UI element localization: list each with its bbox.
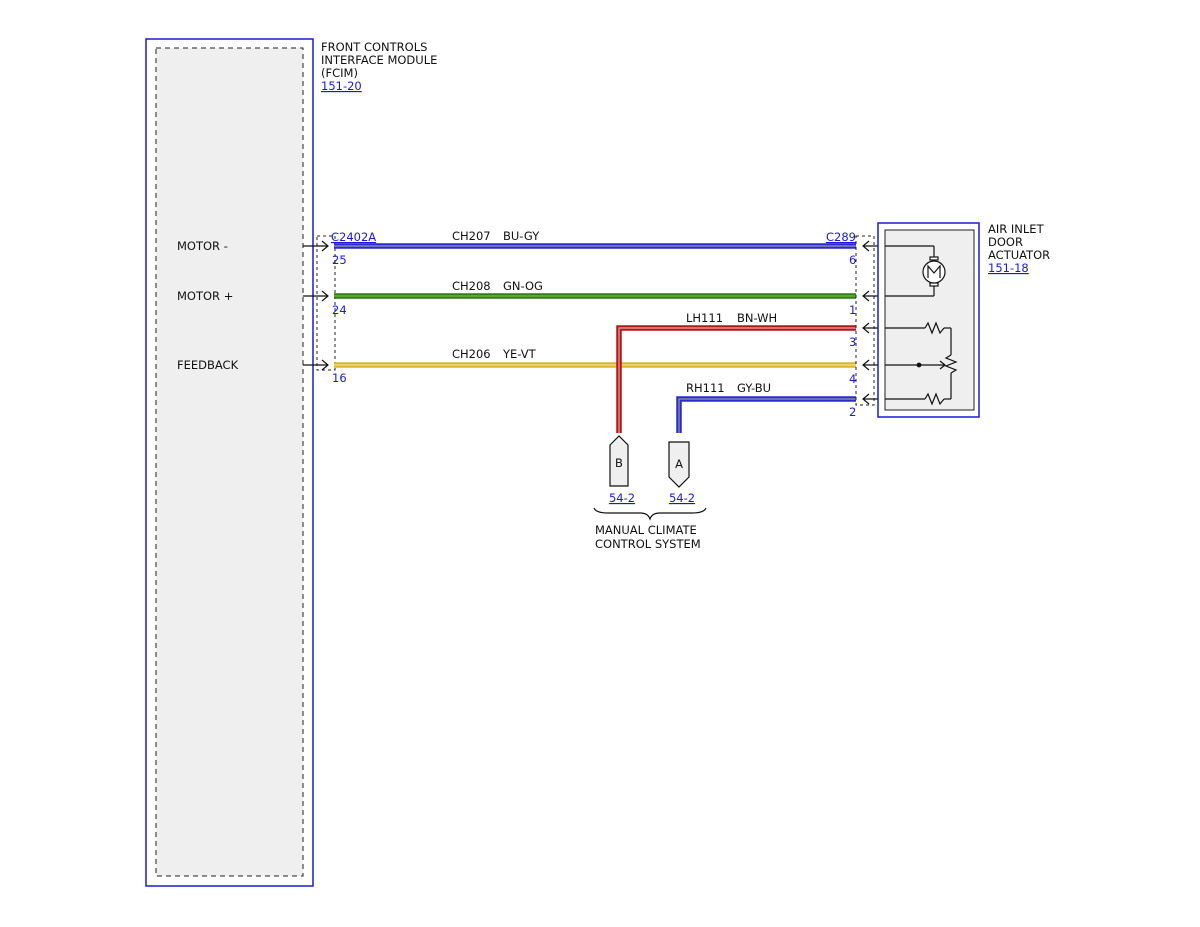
fcim-module-body: [155, 47, 304, 877]
actuator-connector-box: [855, 235, 875, 406]
offpage-connector-b-ref[interactable]: 54-2: [609, 491, 635, 505]
actuator-pin-6: 6: [849, 253, 856, 267]
system-brace: [593, 507, 707, 521]
actuator-title-line-1: AIR INLET: [988, 222, 1045, 236]
actuator-title-line-3: ACTUATOR: [988, 248, 1050, 262]
fcim-ref-link[interactable]: 151-20: [321, 79, 362, 93]
actuator-connector-label[interactable]: C289: [826, 230, 856, 244]
fcim-connector-label[interactable]: C2402A: [331, 230, 376, 244]
system-label-line-1: MANUAL CLIMATE: [595, 523, 697, 537]
wire-ch208-color: GN-OG: [503, 279, 543, 293]
motor-icon: [885, 245, 946, 297]
fcim-title-line-1: FRONT CONTROLS: [321, 40, 427, 54]
actuator-pin-1: 1: [849, 303, 856, 317]
signal-label-feedback: FEEDBACK: [177, 358, 239, 372]
actuator-pin-3: 3: [849, 335, 856, 349]
wire-lh111-color: BN-WH: [737, 311, 777, 325]
fcim-pin-25: 25: [332, 253, 347, 267]
offpage-connector-a-ref[interactable]: 54-2: [669, 491, 695, 505]
offpage-connector-a[interactable]: A: [668, 441, 690, 488]
wire-ch206-circuit: CH206: [452, 347, 491, 361]
wire-ch208-circuit: CH208: [452, 279, 491, 293]
potentiometer-icon: [885, 321, 958, 406]
actuator-pin-4: 4: [849, 372, 856, 386]
wire-ch207-color: BU-GY: [503, 229, 540, 243]
actuator-title-line-2: DOOR: [988, 235, 1023, 249]
actuator-ref-link[interactable]: 151-18: [988, 261, 1029, 275]
wire-lh111-circuit: LH111: [686, 311, 723, 325]
wire-ch207-circuit: CH207: [452, 229, 491, 243]
wire-ch206-color: YE-VT: [502, 347, 537, 361]
offpage-connector-b[interactable]: B: [609, 435, 629, 487]
fcim-connector-box: [316, 235, 336, 371]
actuator-pin-2: 2: [849, 405, 856, 419]
wire-rh111[interactable]: [676, 396, 856, 433]
signal-label-motor-minus: MOTOR -: [177, 239, 228, 253]
offpage-connector-a-letter: A: [675, 457, 683, 471]
wire-rh111-color: GY-BU: [737, 381, 771, 395]
system-label-line-2: CONTROL SYSTEM: [595, 537, 701, 551]
signal-label-motor-plus: MOTOR +: [177, 289, 233, 303]
fcim-pin-24: 24: [332, 303, 347, 317]
fcim-title-line-3: (FCIM): [321, 66, 358, 80]
offpage-connector-b-letter: B: [615, 456, 623, 470]
wire-lh111[interactable]: [616, 325, 856, 433]
fcim-terminals: [303, 240, 329, 371]
fcim-pin-16: 16: [332, 371, 347, 385]
wire-rh111-circuit: RH111: [686, 381, 725, 395]
fcim-title-line-2: INTERFACE MODULE: [321, 53, 437, 67]
